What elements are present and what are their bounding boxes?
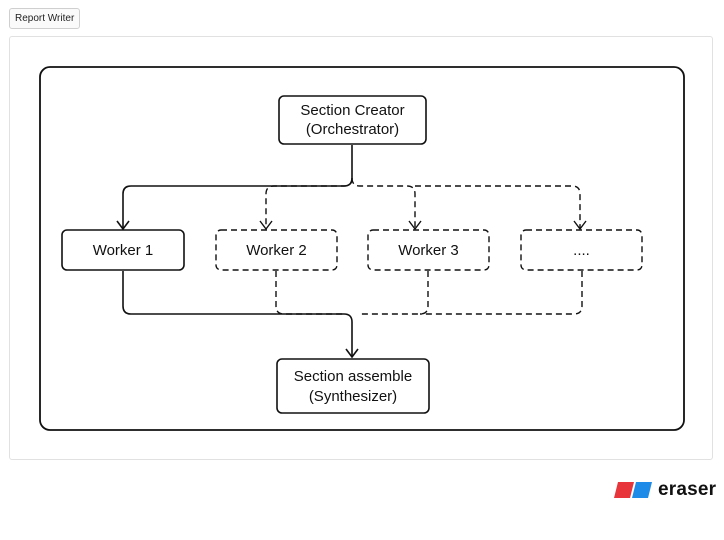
eraser-wordmark: eraser [658,479,717,500]
edge-orchestrator-workerN [415,185,581,228]
orchestrator-subtitle: (Orchestrator) [306,121,399,138]
edge-worker3-synthesizer [360,271,429,315]
orchestrator-title: Section Creator [300,102,404,119]
edge-worker2-synthesizer [275,271,344,315]
node-worker-n[interactable]: .... [520,229,643,271]
eraser-logo-icon [614,482,652,498]
edge-orchestrator-worker2 [265,177,353,228]
arrow-worker2 [259,220,273,231]
edge-worker1-synthesizer [122,271,353,356]
node-orchestrator[interactable]: Section Creator (Orchestrator) [278,95,427,145]
worker-1-label: Worker 1 [93,242,154,259]
edge-orchestrator-worker1 [122,145,353,228]
arrow-synthesizer [345,348,359,359]
worker-2-label: Worker 2 [246,242,307,259]
report-writer-tab[interactable]: Report Writer [9,8,81,29]
node-worker-2[interactable]: Worker 2 [215,229,338,271]
synthesizer-subtitle: (Synthesizer) [309,388,397,405]
eraser-logo: eraser [614,479,716,501]
arrow-workerN [573,220,587,231]
group-border [39,66,685,431]
arrow-worker3 [408,220,422,231]
arrow-worker1 [116,220,130,231]
node-worker-1[interactable]: Worker 1 [61,229,185,271]
worker-3-label: Worker 3 [398,242,459,259]
edge-orchestrator-worker3 [351,177,416,228]
node-worker-3[interactable]: Worker 3 [367,229,490,271]
node-synthesizer[interactable]: Section assemble (Synthesizer) [276,358,430,414]
edge-workerN-synthesizer [420,271,583,315]
worker-n-label: .... [573,242,590,259]
canvas-frame [9,36,713,460]
synthesizer-title: Section assemble [294,368,412,385]
